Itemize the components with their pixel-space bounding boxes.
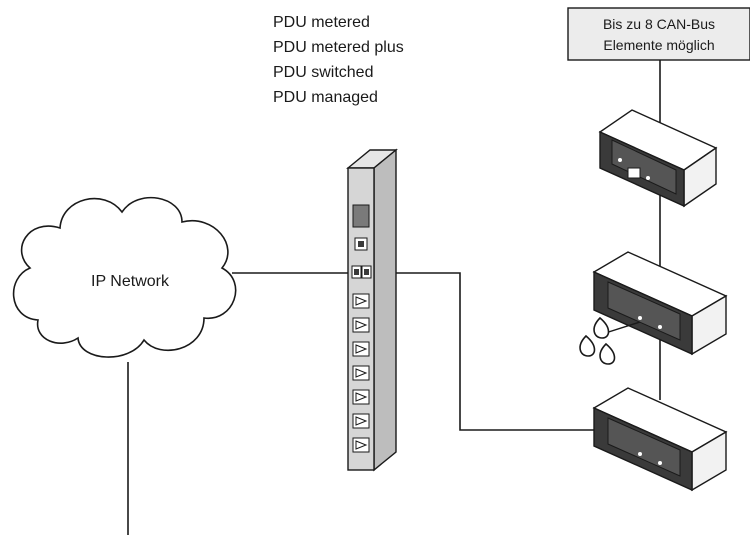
pdu-type-managed: PDU managed xyxy=(273,89,378,106)
canbus-note-line-1: Bis zu 8 CAN-Bus xyxy=(603,16,715,32)
pdu-display xyxy=(352,204,370,228)
sensor-device-top xyxy=(598,109,718,208)
pdu-strip xyxy=(346,148,398,472)
sensor-device-top-connector xyxy=(627,167,641,179)
water-leak-sensor xyxy=(579,316,641,365)
pdu-type-switched: PDU switched xyxy=(273,64,373,81)
ip-network-cloud: IP Network xyxy=(12,196,237,358)
sensor-device-middle xyxy=(592,251,728,356)
water-drop-icon xyxy=(599,342,616,365)
pdu-outlets xyxy=(352,293,370,453)
canbus-note-box: Bis zu 8 CAN-Bus Elemente möglich xyxy=(567,7,750,61)
pdu-to-bottom-device-line xyxy=(396,272,596,431)
water-drop-icon xyxy=(579,334,596,357)
water-drop-icon xyxy=(593,316,610,339)
pdu-network-ports xyxy=(351,265,372,279)
canbus-note-line-2: Elemente möglich xyxy=(603,37,714,53)
connection-lines xyxy=(127,60,661,535)
pdu-type-list: PDU metered PDU metered plus PDU switche… xyxy=(273,14,404,106)
pdu-type-metered-plus: PDU metered plus xyxy=(273,39,404,56)
cloud-label: IP Network xyxy=(91,273,170,290)
pdu-type-metered: PDU metered xyxy=(273,14,370,31)
sensor-device-bottom xyxy=(592,387,728,492)
